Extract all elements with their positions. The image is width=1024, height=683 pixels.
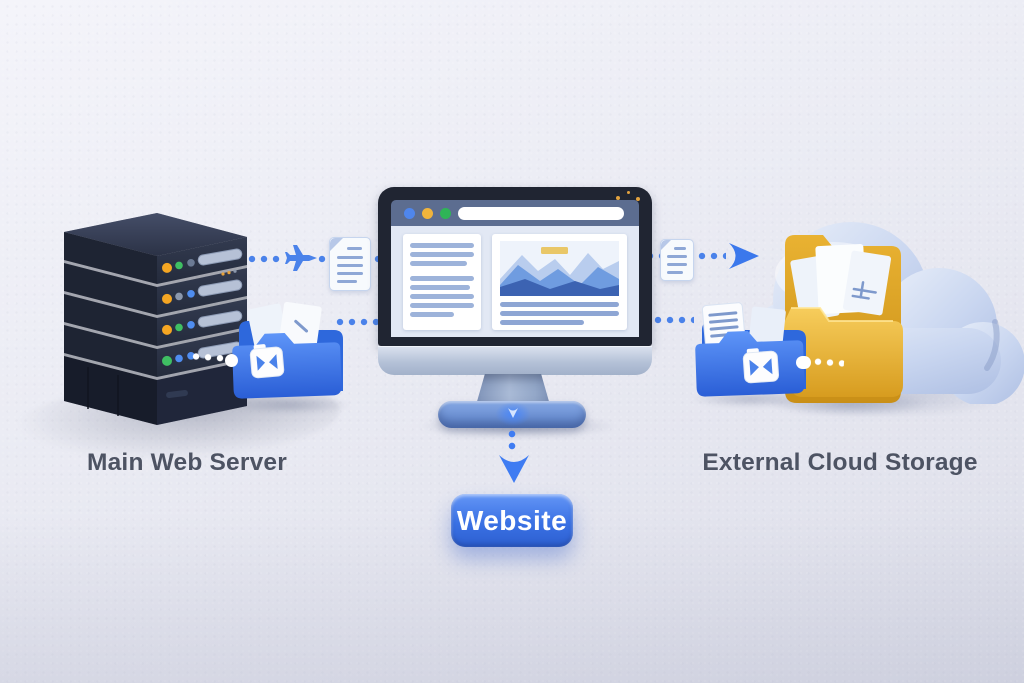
address-bar <box>458 207 624 220</box>
status-leds <box>162 259 237 366</box>
paper-plane-icon <box>285 245 317 271</box>
dotted-line-monitor-to-document <box>644 252 660 260</box>
sparkle-dot <box>627 191 630 194</box>
page-fold <box>661 240 671 250</box>
connector-pill <box>225 354 238 367</box>
monitor-chin <box>378 346 652 375</box>
sync-badge-icon <box>742 348 780 384</box>
website-button[interactable]: Website <box>451 494 573 547</box>
dotted-line-document-to-arrow <box>696 252 726 260</box>
sync-badge-icon <box>249 344 285 379</box>
cloud-storage-label: External Cloud Storage <box>702 449 978 476</box>
rack-units <box>64 232 247 425</box>
dotted-line-folder-to-monitor <box>334 318 378 326</box>
base-arrow-spark <box>508 408 518 418</box>
browser-content <box>391 226 639 337</box>
main-server-label: Main Web Server <box>87 449 287 476</box>
hero-image-mountains <box>500 241 619 296</box>
sun-tag <box>541 247 568 254</box>
website-button-label: Website <box>456 504 568 536</box>
folder-papers <box>790 243 892 322</box>
sparkle-dot <box>636 197 640 201</box>
transfer-folder-left <box>225 301 343 399</box>
monitor-stand-neck <box>476 374 550 405</box>
browser-dot-blue <box>404 208 415 219</box>
dotted-line-plane-to-document <box>316 255 328 263</box>
text-column-card <box>403 234 481 330</box>
arrow-down-icon <box>499 455 529 483</box>
transfer-folder-right <box>695 302 811 397</box>
rack-base-front <box>157 361 247 425</box>
sparkle-dot <box>616 196 620 200</box>
dotted-line-monitor-to-folder <box>652 316 694 324</box>
arrow-right-icon <box>729 243 759 269</box>
page-fold <box>330 238 343 251</box>
browser-window-bar <box>391 200 639 226</box>
dotted-line-monitor-to-button <box>508 428 516 454</box>
article-card <box>492 234 627 330</box>
rack-top <box>64 213 247 256</box>
browser-dot-green <box>440 208 451 219</box>
document-icon-left <box>329 237 371 291</box>
dotted-line-server-to-monitor <box>246 255 284 263</box>
folder-front <box>783 308 903 397</box>
browser-dot-yellow <box>422 208 433 219</box>
document-icon-right <box>660 239 694 281</box>
folder-left-shadow <box>226 396 352 414</box>
